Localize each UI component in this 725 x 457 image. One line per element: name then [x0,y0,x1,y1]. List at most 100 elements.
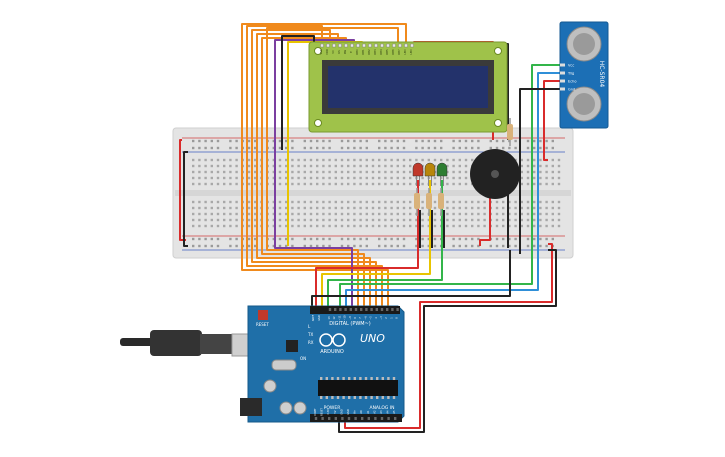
digital-pin [365,308,368,311]
bottom-pin [341,417,344,420]
sensor-pin-label: Echo [568,80,577,84]
header-pin-label: AREF [312,314,315,321]
digital-pin-label: ~11 [338,315,341,321]
wire-green-sensor [339,64,564,310]
wires [179,23,564,433]
sensor-pin [560,87,565,91]
lcd-pin [350,43,354,48]
bottom-pin-label: A5 [393,410,396,414]
digital-pin [380,308,384,311]
wire-black-rail-left [183,151,188,247]
l-label: L [308,324,311,329]
lcd-pin [344,43,348,48]
resistors [414,118,513,216]
bottom-pin-label: GND [347,409,350,415]
bottom-pin [380,417,384,420]
lcd-pin-label: DB0 [355,49,359,55]
bottom-pin [314,417,318,420]
model-label: UNO [360,332,385,345]
lcd-pin [320,43,324,48]
bottom-pin-label: 3.3V [327,409,330,415]
lcd-pin-label: DB7 [397,49,401,55]
lcd-pin [368,43,372,48]
bottom-pin-label: GND [340,409,343,415]
digital-pin-label: 13 [328,316,331,320]
digital-pin-label: 12 [333,316,336,320]
on-label: ON [300,356,306,361]
lcd-pin [410,43,414,48]
bottom-pin-label: A3 [380,410,383,414]
analog-label: ANALOG IN [369,405,394,411]
digital-pin [339,308,342,311]
digital-pin [334,308,337,311]
digital-pin-label: ~3 [380,316,383,320]
digital-pin-label: 0 [396,317,399,319]
lcd-pin [404,43,408,48]
resistor-led-2 [426,188,432,216]
sensor-pin-label: Gnd [568,88,575,92]
wire-black-sensor [519,88,564,254]
lcd-pin [398,43,402,48]
tx-label: TX [307,332,313,337]
bottom-pin [347,417,351,420]
bottom-pin [354,417,357,420]
digital-label: DIGITAL (PWM~) [329,321,371,327]
led [424,162,436,186]
sensor-pin [560,71,565,75]
led [436,162,448,186]
digital-pin-label: 4 [375,317,378,319]
digital-pin-label: ~6 [364,316,367,320]
lcd-pin-label: LED [403,49,407,54]
rx-label: RX [308,340,314,345]
lcd-screen [328,66,488,108]
wire-orange-5 [241,23,407,310]
lcd-pin-label: RW [343,49,347,54]
bottom-pin [361,417,364,420]
digital-pin [360,308,363,311]
digital-pin [349,308,352,311]
lcd-pin-label: DB4 [379,49,383,55]
power-label: POWER [324,405,341,411]
resistor-led-3 [438,188,444,216]
lcd-pin-label: DB2 [367,49,371,55]
wire-black-power [338,249,557,433]
wire-orange-3 [256,33,371,310]
digital-pin [375,308,378,311]
atmega-chip [318,380,398,396]
sensor-pin [560,79,565,83]
resistor-led-1 [414,188,420,216]
lcd-pin [386,43,390,48]
digital-pin [386,308,389,311]
wire-purple [274,39,355,310]
lcd-pin [392,43,396,48]
digital-pin-label: 8 [354,317,357,319]
lcd-pin-label: E [349,51,353,53]
lcd-pin [374,43,378,48]
led [412,162,424,186]
wire-red-led [315,180,419,310]
lcd-pin [362,43,366,48]
sensor-pin-label: Trig [567,72,574,76]
lcd-pin-label: DB5 [385,49,389,55]
bottom-pin-label: A2 [373,410,376,414]
bottom-pin [387,417,390,420]
bottom-pin-label: Vin [354,410,357,414]
lcd-pin-label: DB1 [361,49,365,55]
bottom-pin-label: A1 [367,410,370,414]
lcd-pin-label: RS [337,50,341,54]
digital-pin [396,308,399,311]
sensor-pin-label: Vcc [568,64,574,68]
wire-yellow-led [321,180,431,310]
digital-pin [354,308,358,311]
digital-pin-label: 2 [385,317,388,319]
bottom-pin [328,417,331,420]
breadboard [172,127,574,259]
digital-pin-label: 7 [359,317,362,319]
lcd-pin-label: VSS [319,49,323,54]
lcd-pin-label: LED [409,49,413,54]
capacitor-2 [279,401,293,415]
lcd-pin [332,43,336,48]
